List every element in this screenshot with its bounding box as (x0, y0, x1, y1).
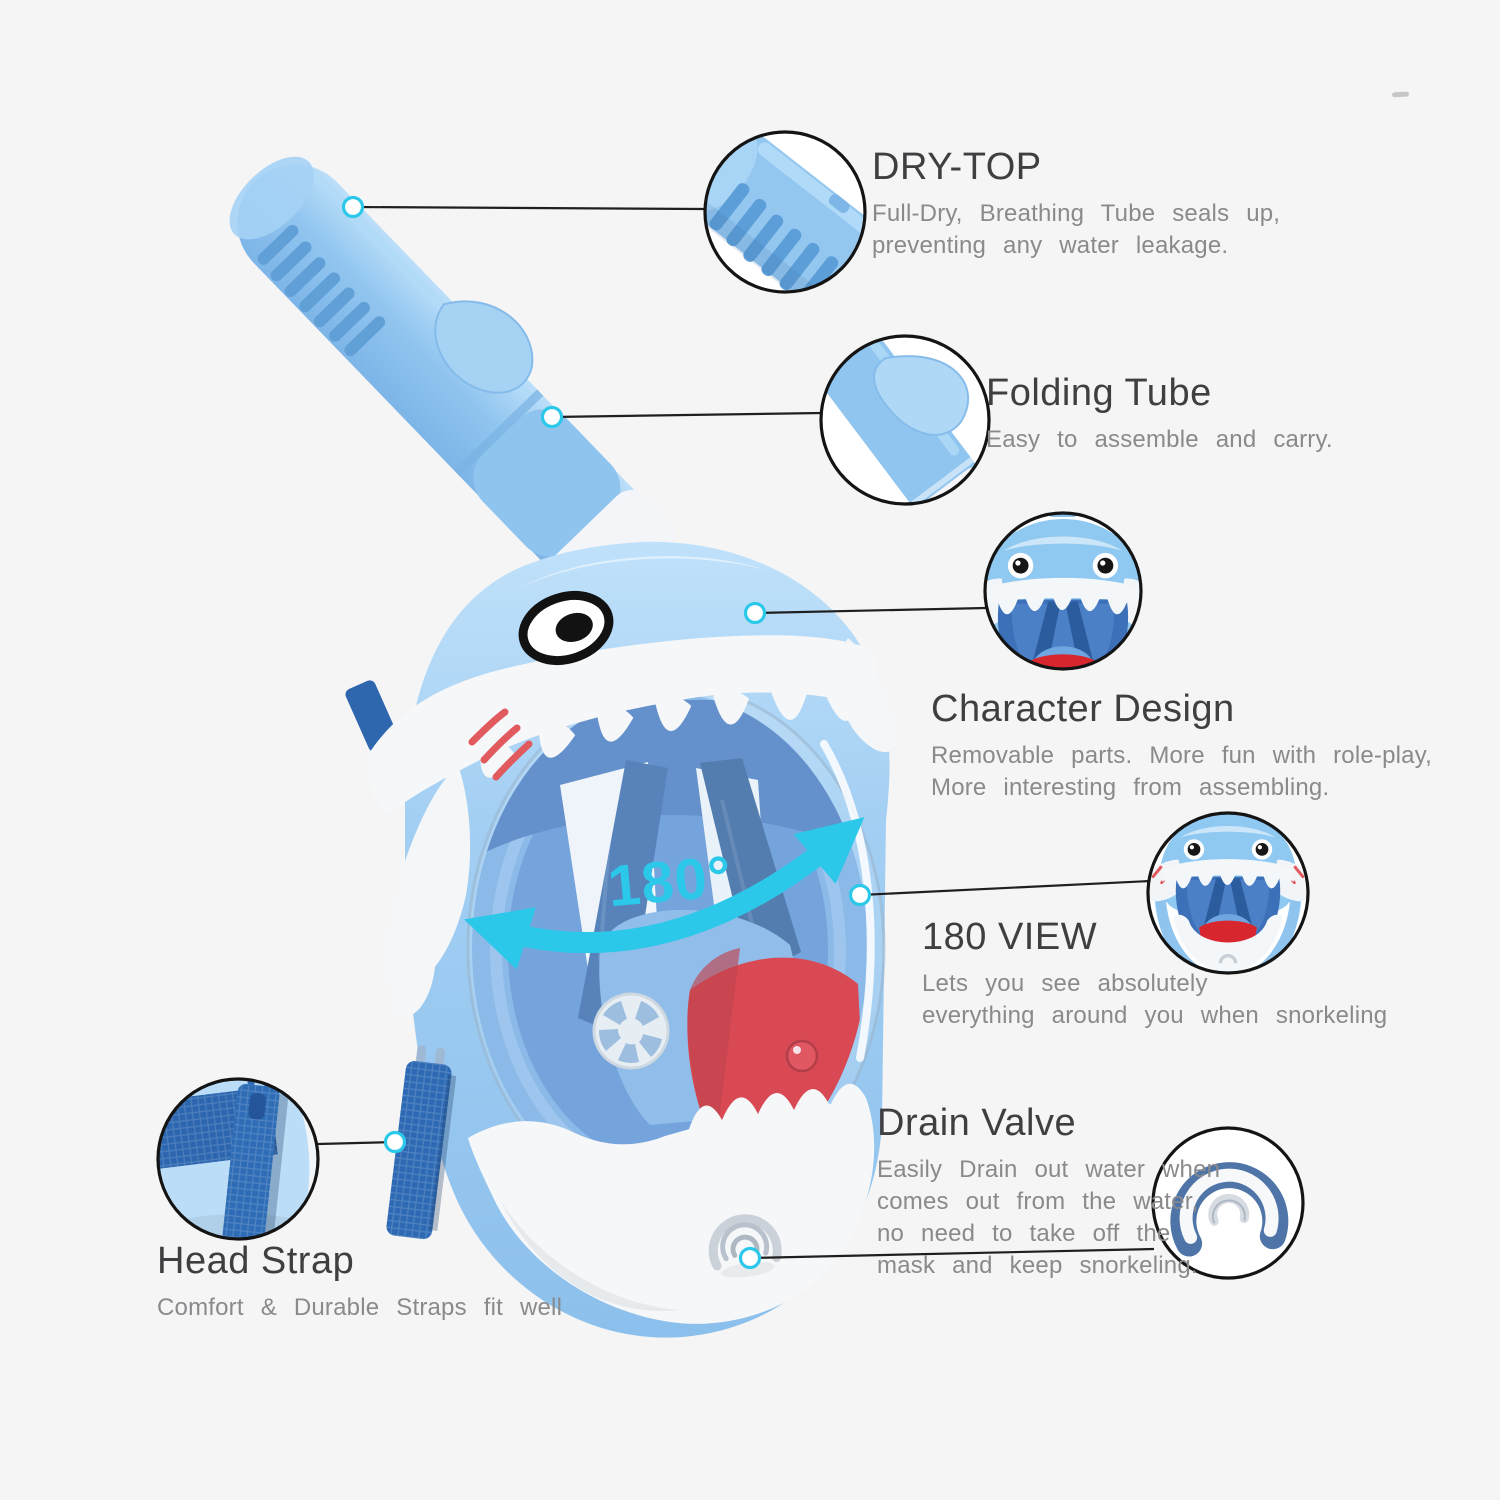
gill-marks (468, 708, 533, 781)
connector-line-drain-valve (749, 1247, 1155, 1260)
feature-title-dry-top: DRY-TOP (872, 146, 1042, 188)
marker-character-design (743, 601, 767, 625)
valve-wheel (592, 992, 670, 1070)
feature-desc-line: Comfort & Durable Straps fit well (157, 1294, 563, 1321)
feature-folding-tube: Folding Tube Easy to assemble and carry. (986, 372, 1333, 456)
feature-desc-line: comes out from the water, (877, 1188, 1199, 1215)
feature-desc-line: Full-Dry, Breathing Tube seals up, (872, 200, 1281, 227)
feature-desc-line: Removable parts. More fun with role-play… (931, 742, 1433, 769)
marker-dry-top (341, 195, 365, 219)
head-strap-part (386, 1045, 457, 1240)
feature-desc-line: Easy to assemble and carry. (986, 426, 1333, 453)
corner-artifact (1392, 91, 1410, 98)
feature-desc-line: no need to take off the (877, 1220, 1171, 1247)
marker-drain-valve (738, 1246, 762, 1270)
feature-desc-line: preventing any water leakage. (872, 232, 1229, 259)
drain-valve (708, 1214, 782, 1278)
dry-top-vents (257, 224, 386, 357)
drain-valve-zoom-circle (1151, 1126, 1305, 1280)
marker-head-strap (383, 1130, 407, 1154)
feature-desc-line: Lets you see absolutely (922, 970, 1208, 997)
feature-drain-valve: Drain Valve Easily Drain out water when … (877, 1102, 1220, 1282)
character-design-zoom-circle (983, 511, 1143, 671)
jaw-teeth-band (366, 635, 877, 815)
connector-line-character-design (754, 606, 987, 615)
marker-folding-tube (540, 405, 564, 429)
head-strap-zoom-circle (156, 1077, 320, 1241)
feature-title-character-design: Character Design (931, 688, 1235, 730)
connector-line-dry-top (352, 205, 705, 211)
feature-title-head-strap: Head Strap (157, 1240, 355, 1282)
connector-line-180-view (859, 879, 1151, 897)
feature-desc-line: More interesting from assembling. (931, 774, 1330, 801)
angle-180-label: 180° (605, 843, 735, 920)
tube-fin (434, 300, 534, 394)
connector-line-folding-tube (551, 411, 823, 419)
angle-arrow (463, 817, 865, 970)
chin-cup (468, 1083, 875, 1324)
feature-head-strap: Head Strap Comfort & Durable Straps fit … (157, 1240, 562, 1324)
feature-desc-line: mask and keep snorkeling. (877, 1252, 1198, 1279)
view-180-zoom-circle (1146, 811, 1310, 975)
feature-180-view: 180 VIEW Lets you see absolutely everyth… (922, 916, 1387, 1032)
feature-dry-top: DRY-TOP Full-Dry, Breathing Tube seals u… (872, 146, 1280, 262)
left-fin (381, 765, 471, 992)
feature-desc-line: Easily Drain out water when (877, 1156, 1221, 1183)
feature-title-folding-tube: Folding Tube (986, 372, 1212, 414)
connector-line-head-strap (317, 1140, 396, 1146)
marker-180-view (848, 883, 872, 907)
feature-title-180-view: 180 VIEW (922, 916, 1098, 958)
snorkel-tube (229, 156, 675, 613)
feature-title-drain-valve: Drain Valve (877, 1102, 1077, 1144)
feature-character-design: Character Design Removable parts. More f… (931, 688, 1432, 804)
shark-eye (518, 591, 614, 665)
feature-desc-line: everything around you when snorkeling (922, 1002, 1388, 1029)
